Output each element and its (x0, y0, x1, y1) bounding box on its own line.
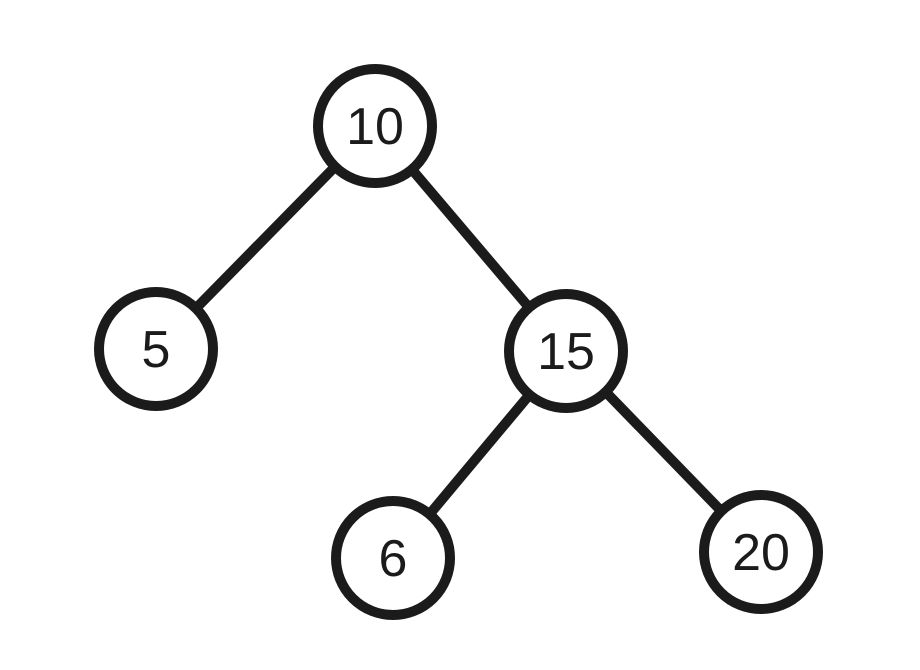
node-label-20: 20 (732, 524, 790, 582)
tree-node-15: 15 (504, 289, 628, 413)
node-circle-15 (504, 289, 628, 413)
node-circle-10 (313, 64, 437, 188)
node-label-10: 10 (346, 98, 404, 156)
node-circle-20 (699, 490, 823, 614)
tree-node-20: 20 (699, 490, 823, 614)
tree-node-5: 5 (94, 287, 218, 411)
node-label-6: 6 (379, 530, 408, 588)
node-label-15: 15 (537, 323, 595, 381)
node-circle-6 (331, 496, 455, 620)
tree-node-10: 10 (313, 64, 437, 188)
node-label-5: 5 (142, 321, 171, 379)
node-circle-5 (94, 287, 218, 411)
tree-node-6: 6 (331, 496, 455, 620)
